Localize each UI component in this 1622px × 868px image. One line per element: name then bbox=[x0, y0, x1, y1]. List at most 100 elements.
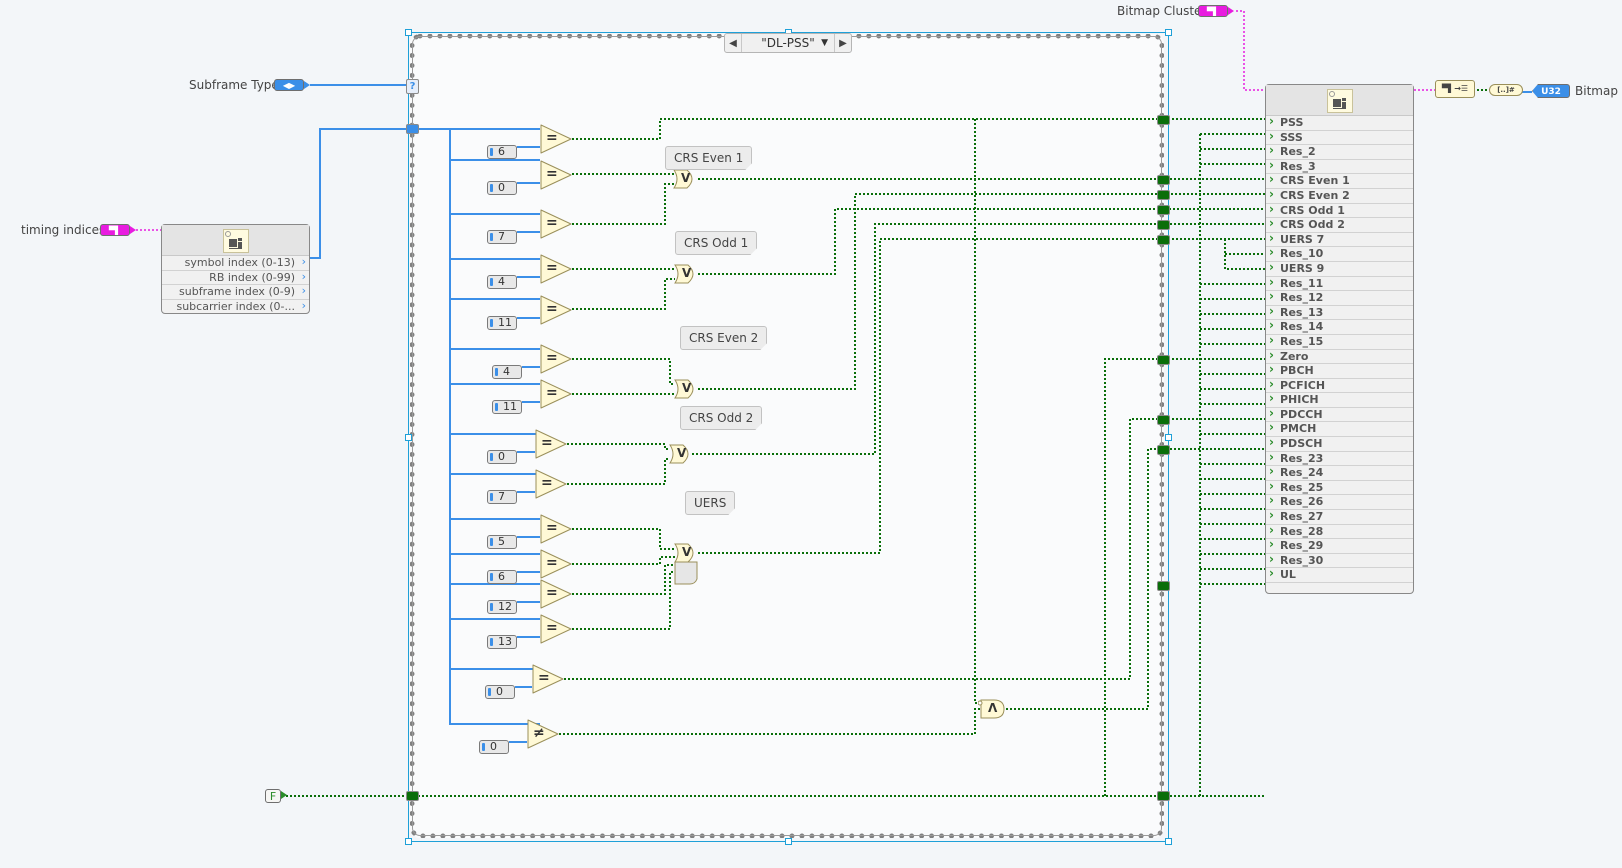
case-selector-label[interactable]: ◀ "DL-PSS"▼ ▶ bbox=[724, 33, 852, 53]
bundle-field[interactable]: UL bbox=[1266, 566, 1413, 583]
or-gate[interactable]: V bbox=[673, 264, 699, 284]
wire[interactable] bbox=[1236, 10, 1265, 91]
tunnel-out[interactable] bbox=[1157, 445, 1170, 455]
numeric-constant[interactable]: 6 bbox=[487, 145, 517, 159]
wire[interactable] bbox=[1006, 448, 1265, 710]
bundle-field[interactable]: PHICH bbox=[1266, 391, 1413, 408]
bool-array-to-number-node[interactable]: [..]# bbox=[1489, 84, 1523, 96]
bundle-field[interactable]: UERS 9 bbox=[1266, 260, 1413, 277]
bitmap-indicator[interactable]: U32 bbox=[1532, 84, 1570, 98]
comment-crs-even-1[interactable]: CRS Even 1 bbox=[665, 146, 752, 170]
wire[interactable] bbox=[698, 193, 1265, 390]
case-next-arrow-icon[interactable]: ▶ bbox=[839, 37, 847, 49]
numeric-constant[interactable]: 6 bbox=[487, 570, 517, 584]
numeric-constant[interactable]: 11 bbox=[487, 316, 517, 330]
wire[interactable] bbox=[692, 223, 1265, 455]
compound-or-node[interactable]: V bbox=[673, 543, 699, 585]
wire[interactable] bbox=[572, 564, 675, 595]
bundle-field[interactable]: PCFICH bbox=[1266, 377, 1413, 394]
and-gate[interactable]: Λ bbox=[978, 699, 1006, 719]
bundle-field[interactable]: Res_15 bbox=[1266, 333, 1413, 350]
timing-indices-control[interactable]: ▀▌ bbox=[100, 224, 136, 236]
wire[interactable] bbox=[567, 458, 670, 485]
bundle-field[interactable]: PDCCH bbox=[1266, 406, 1413, 423]
numeric-constant[interactable]: 0 bbox=[487, 181, 517, 195]
chevron-down-icon[interactable]: ▼ bbox=[821, 38, 828, 48]
tunnel-symbol-index[interactable] bbox=[406, 124, 419, 134]
bundle-field[interactable]: Res_29 bbox=[1266, 537, 1413, 554]
equal-node[interactable]: = bbox=[540, 514, 572, 544]
subframe-type-control[interactable]: ◀▶ bbox=[274, 79, 310, 91]
wire[interactable] bbox=[572, 118, 1265, 140]
unbundle-field[interactable]: RB index (0-99) bbox=[162, 270, 309, 286]
wire[interactable] bbox=[572, 556, 675, 565]
bitmap-cluster-control[interactable]: ▀▌ bbox=[1198, 5, 1234, 17]
numeric-constant[interactable]: 7 bbox=[487, 490, 517, 504]
bundle-field[interactable]: PDSCH bbox=[1266, 435, 1413, 452]
wire[interactable] bbox=[559, 708, 980, 735]
bundle-field[interactable]: Res_24 bbox=[1266, 464, 1413, 481]
bundle-field[interactable]: PSS bbox=[1266, 114, 1413, 131]
cluster-to-array-node[interactable]: ▀▌→☰ bbox=[1435, 80, 1475, 98]
tunnel-out[interactable] bbox=[1157, 115, 1170, 125]
equal-node[interactable]: = bbox=[540, 124, 572, 154]
bundle-field[interactable]: Res_26 bbox=[1266, 493, 1413, 511]
bundle-field[interactable]: Res_14 bbox=[1266, 318, 1413, 335]
case-selector-terminal[interactable]: ? bbox=[406, 79, 419, 94]
equal-node[interactable]: = bbox=[540, 549, 572, 579]
equal-node[interactable]: = bbox=[540, 209, 572, 239]
bundle-field[interactable]: CRS Odd 2 bbox=[1266, 216, 1413, 233]
equal-node[interactable]: = bbox=[540, 614, 572, 644]
bundle-field[interactable]: Res_25 bbox=[1266, 479, 1413, 496]
equal-node[interactable]: = bbox=[540, 379, 572, 409]
comment-uers[interactable]: UERS bbox=[685, 491, 735, 515]
resize-handle-tl[interactable] bbox=[405, 29, 412, 36]
bundle-field[interactable]: Zero bbox=[1266, 348, 1413, 365]
wire[interactable] bbox=[974, 119, 980, 704]
wire[interactable] bbox=[572, 528, 675, 550]
numeric-constant[interactable]: 0 bbox=[485, 685, 515, 699]
bundle-field[interactable]: Res_11 bbox=[1266, 275, 1413, 292]
tunnel-out[interactable] bbox=[1157, 415, 1170, 425]
wire[interactable] bbox=[310, 128, 450, 259]
wire[interactable] bbox=[572, 571, 675, 630]
unbundle-by-name-node[interactable]: symbol index (0-13) RB index (0-99) subf… bbox=[161, 224, 310, 314]
wire[interactable] bbox=[1224, 239, 1265, 270]
bundle-field[interactable]: SSS bbox=[1266, 129, 1413, 146]
case-selector-value[interactable]: "DL-PSS"▼ bbox=[741, 34, 835, 52]
bundle-field[interactable]: Res_2 bbox=[1266, 143, 1413, 160]
resize-handle-right[interactable] bbox=[1165, 434, 1172, 441]
unbundle-field[interactable]: subcarrier index (0-... bbox=[162, 299, 309, 315]
comment-crs-odd-2[interactable]: CRS Odd 2 bbox=[680, 406, 762, 430]
wire[interactable] bbox=[567, 443, 670, 450]
or-gate[interactable]: V bbox=[668, 444, 694, 464]
numeric-constant[interactable]: 5 bbox=[487, 535, 517, 549]
bundle-field[interactable]: PBCH bbox=[1266, 362, 1413, 379]
numeric-constant[interactable]: 0 bbox=[487, 450, 517, 464]
tunnel-out[interactable] bbox=[1157, 220, 1170, 230]
resize-handle-br[interactable] bbox=[1165, 838, 1172, 845]
tunnel-false-in[interactable] bbox=[406, 791, 419, 801]
tunnel-out[interactable] bbox=[1157, 791, 1170, 801]
bundle-field[interactable]: Res_27 bbox=[1266, 508, 1413, 525]
unbundle-field[interactable]: subframe index (0-9) bbox=[162, 284, 309, 300]
bundle-field[interactable]: Res_28 bbox=[1266, 523, 1413, 540]
bundle-field[interactable]: CRS Even 1 bbox=[1266, 172, 1413, 189]
or-gate[interactable]: V bbox=[672, 169, 698, 189]
not-equal-node[interactable]: ≠ bbox=[527, 719, 559, 749]
tunnel-out[interactable] bbox=[1157, 190, 1170, 200]
equal-node[interactable]: = bbox=[540, 254, 572, 284]
equal-node[interactable]: = bbox=[540, 160, 572, 190]
numeric-constant[interactable]: 11 bbox=[492, 400, 522, 414]
equal-node[interactable]: = bbox=[532, 664, 564, 694]
bundle-field[interactable]: Res_13 bbox=[1266, 304, 1413, 321]
tunnel-out[interactable] bbox=[1157, 175, 1170, 185]
wire[interactable] bbox=[572, 358, 675, 385]
case-prev-arrow-icon[interactable]: ◀ bbox=[729, 37, 737, 49]
numeric-constant[interactable]: 7 bbox=[487, 230, 517, 244]
wire[interactable] bbox=[564, 418, 1265, 680]
resize-handle-bottom[interactable] bbox=[785, 838, 792, 845]
wire[interactable] bbox=[698, 208, 1265, 275]
bundle-field[interactable]: Res_30 bbox=[1266, 552, 1413, 569]
wire[interactable] bbox=[572, 278, 675, 310]
